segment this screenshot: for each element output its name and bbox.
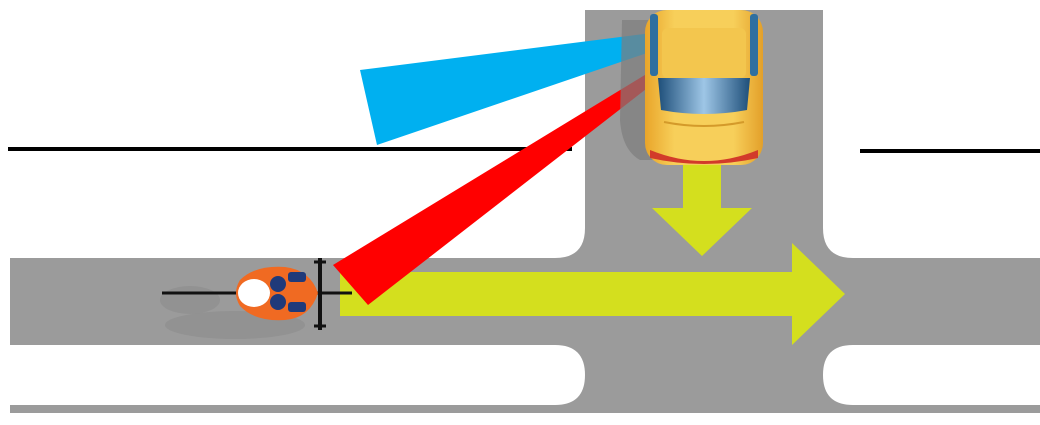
sidewalk-right xyxy=(823,345,1040,405)
sidewalk-left xyxy=(10,345,585,405)
corner-top-right xyxy=(823,228,853,258)
car-path-arrow xyxy=(652,165,752,256)
yellow-car-icon xyxy=(620,10,763,165)
cyclist-icon xyxy=(160,258,352,339)
corner-top-left xyxy=(555,228,585,258)
cyclist-path-arrow xyxy=(340,243,845,345)
